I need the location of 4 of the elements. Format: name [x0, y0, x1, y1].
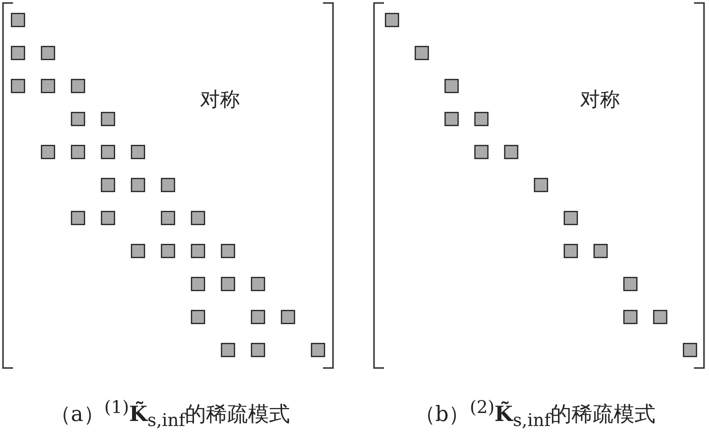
symmetry-note: 对称 — [200, 86, 240, 113]
figure-caption: （a）$^{(1)}$K̃$_{s,inf}$的稀疏模式 — [50, 398, 290, 432]
figure-caption: （b）$^{(2)}$K̃$_{s,inf}$的稀疏模式 — [414, 398, 656, 432]
symmetry-note: 对称 — [580, 86, 620, 113]
